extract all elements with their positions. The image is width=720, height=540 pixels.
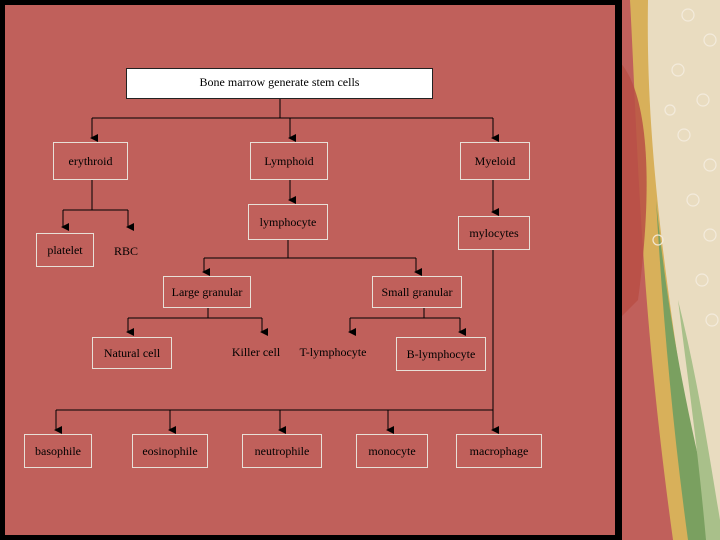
node-erythroid: erythroid bbox=[53, 142, 128, 180]
node-macrophage-label: macrophage bbox=[469, 444, 529, 458]
node-eosinophile-label: eosinophile bbox=[142, 444, 198, 458]
node-myeloid: Myeloid bbox=[460, 142, 530, 180]
node-neutrophile-label: neutrophile bbox=[254, 444, 310, 458]
node-lymphocyte-label: lymphocyte bbox=[259, 215, 317, 229]
node-monocyte-label: monocyte bbox=[368, 444, 416, 458]
node-monocyte: monocyte bbox=[356, 434, 428, 468]
node-natural-cell-label: Natural cell bbox=[103, 346, 161, 360]
node-basophile: basophile bbox=[24, 434, 92, 468]
node-erythroid-label: erythroid bbox=[68, 154, 113, 168]
node-t-lymphocyte: T-lymphocyte bbox=[292, 341, 374, 363]
node-small-granular: Small granular bbox=[372, 276, 462, 308]
node-eosinophile: eosinophile bbox=[132, 434, 208, 468]
node-lymphocyte: lymphocyte bbox=[248, 204, 328, 240]
node-myeloid-label: Myeloid bbox=[474, 154, 516, 168]
node-large-granular-label: Large granular bbox=[171, 285, 243, 299]
node-small-granular-label: Small granular bbox=[381, 285, 453, 299]
node-basophile-label: basophile bbox=[35, 444, 81, 458]
node-lymphoid-label: Lymphoid bbox=[264, 154, 314, 168]
node-mylocytes: mylocytes bbox=[458, 216, 530, 250]
root-node: Bone marrow generate stem cells bbox=[126, 68, 433, 99]
node-b-lymphocyte: B-lymphocyte bbox=[396, 337, 486, 371]
node-mylocytes-label: mylocytes bbox=[469, 226, 519, 240]
decorative-side-strip bbox=[618, 0, 720, 540]
node-large-granular: Large granular bbox=[163, 276, 251, 308]
node-rbc-label: RBC bbox=[113, 244, 138, 258]
node-rbc: RBC bbox=[104, 241, 148, 261]
node-natural-cell: Natural cell bbox=[92, 337, 172, 369]
node-platelet-label: platelet bbox=[47, 243, 83, 257]
node-killer-cell-label: Killer cell bbox=[231, 345, 281, 359]
node-neutrophile: neutrophile bbox=[242, 434, 322, 468]
root-label: Bone marrow generate stem cells bbox=[199, 75, 360, 89]
node-t-lymphocyte-label: T-lymphocyte bbox=[299, 345, 367, 359]
node-platelet: platelet bbox=[36, 233, 94, 267]
node-macrophage: macrophage bbox=[456, 434, 542, 468]
decorative-pattern bbox=[618, 0, 720, 540]
node-killer-cell: Killer cell bbox=[222, 341, 290, 363]
node-lymphoid: Lymphoid bbox=[250, 142, 328, 180]
node-b-lymphocyte-label: B-lymphocyte bbox=[406, 347, 476, 361]
